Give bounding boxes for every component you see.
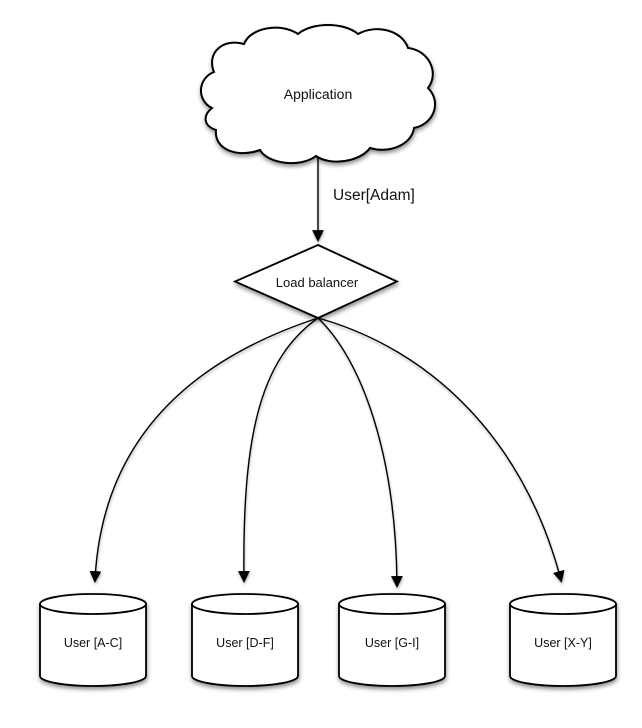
shard-3-cylinder-top [338,593,446,615]
node-shard-3: User [G-I] [338,593,446,687]
edge-label-user-adam: User[Adam] [333,187,415,204]
application-cloud-shape [200,24,436,165]
shard-1-label: User [A-C] [64,636,122,650]
shard-2-label: User [D-F] [216,636,274,650]
node-shard-1: User [A-C] [39,593,147,687]
edge-loadbalancer-to-shard-4 [317,317,565,583]
node-load-balancer: Load balancer [232,244,400,319]
shard-4-cylinder-top [509,593,617,615]
shard-4-label: User [X-Y] [534,636,592,650]
shard-3-cylinder-body [338,604,446,687]
edge-loadbalancer-to-shard-3 [317,317,403,588]
edge-loadbalancer-to-shard-2 [237,317,319,583]
edge-loadbalancer-to-shard-1 [89,317,319,583]
shard-1-cylinder-body [39,604,147,687]
edges-layer [89,156,565,588]
load-balancer-diamond-shape [232,244,400,319]
shard-2-cylinder-body [191,604,299,687]
shard-4-cylinder-body [509,604,617,687]
shard-2-cylinder-top [191,593,299,615]
shard-3-label: User [G-I] [365,636,419,650]
node-application: Application [200,24,436,165]
application-label: Application [284,86,353,102]
shard-1-cylinder-top [39,593,147,615]
node-shard-2: User [D-F] [191,593,299,687]
load-balancer-label: Load balancer [276,275,359,290]
node-shard-4: User [X-Y] [509,593,617,687]
